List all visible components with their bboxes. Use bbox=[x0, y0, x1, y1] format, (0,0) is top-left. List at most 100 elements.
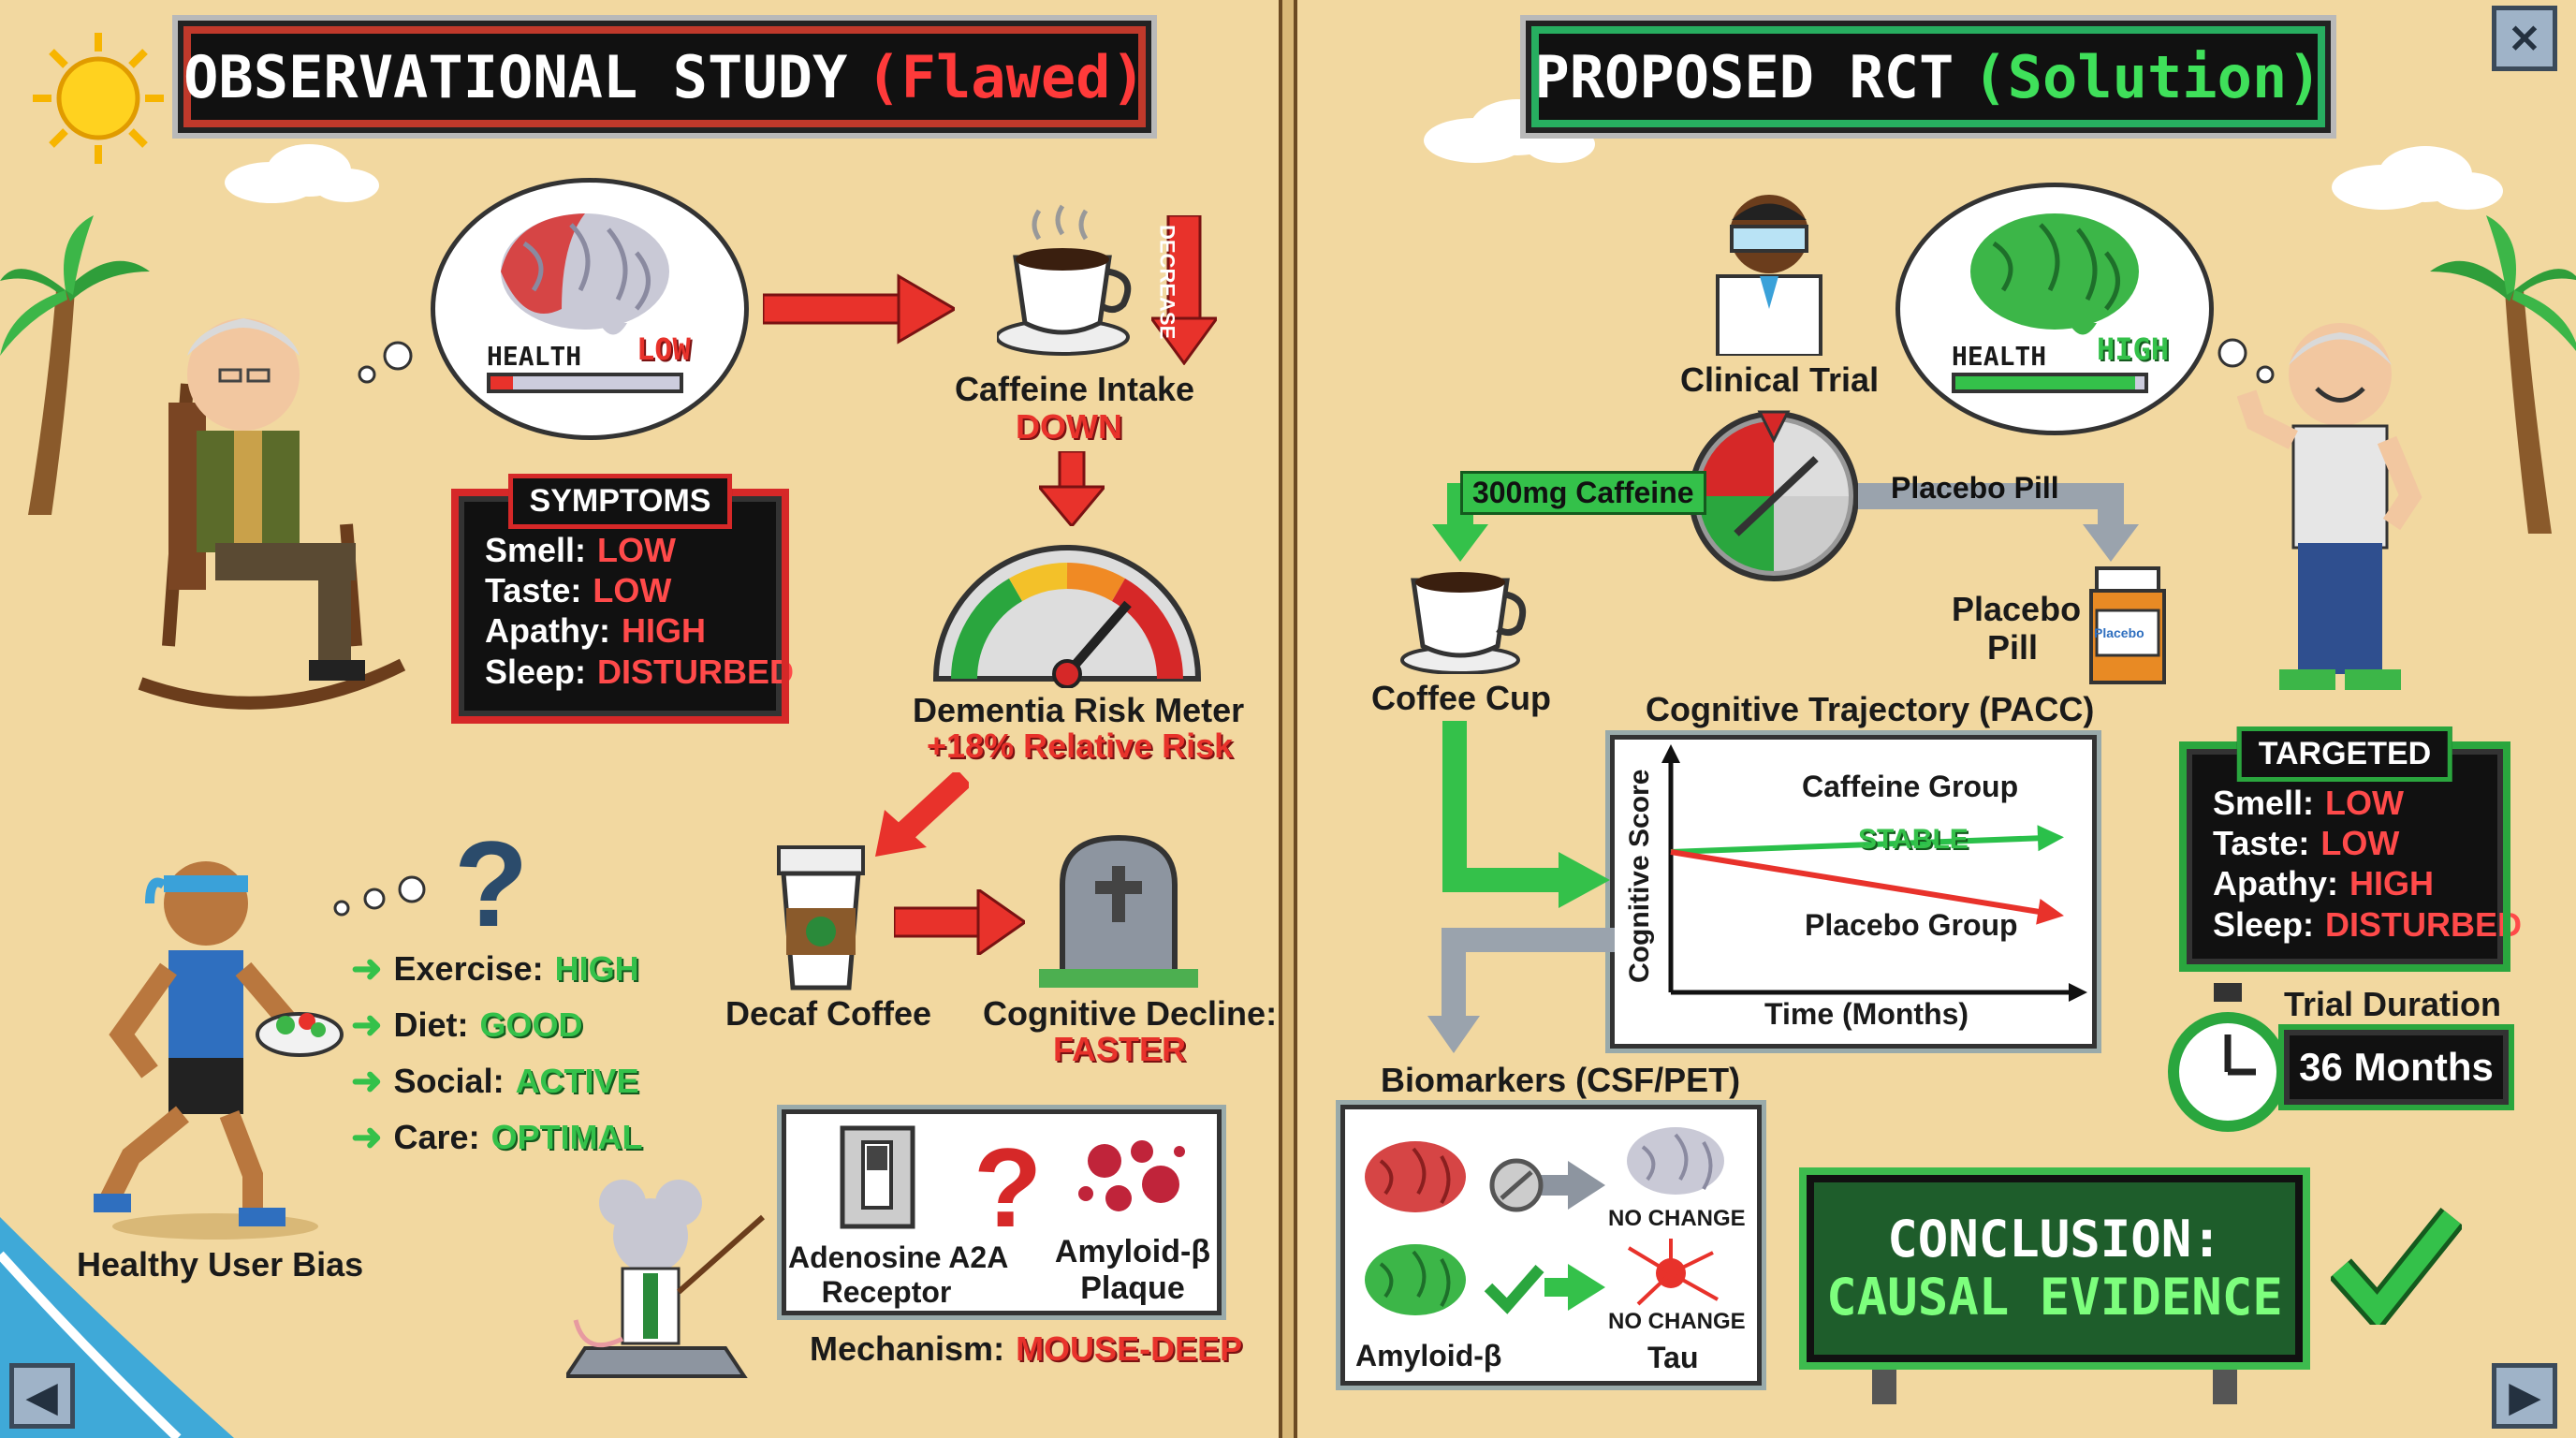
series-line-caffeine bbox=[1670, 835, 2046, 855]
symptom-value: HIGH bbox=[622, 611, 706, 651]
caffeine-intake-value: DOWN bbox=[1016, 407, 1122, 446]
trial-duration-value: 36 Months bbox=[2299, 1045, 2494, 1089]
mechanism-label: Mechanism: bbox=[810, 1329, 1005, 1368]
panel-divider bbox=[1279, 0, 1297, 1438]
targeted-value: LOW bbox=[2320, 824, 2400, 863]
series-arrowhead-caffeine bbox=[2037, 825, 2064, 852]
left-title-main: OBSERVATIONAL STUDY bbox=[183, 42, 848, 111]
targeted-row: Smell:LOW bbox=[2213, 783, 2477, 823]
randomizer-wheel-icon bbox=[1689, 410, 1859, 581]
symptom-label: Apathy: bbox=[485, 611, 610, 651]
amyloid-brain-red-icon bbox=[1365, 1141, 1466, 1212]
receptor-label: Adenosine A2A Receptor bbox=[788, 1240, 1008, 1310]
list-item-value: ACTIVE bbox=[515, 1062, 639, 1101]
symptoms-card: SYMPTOMS Smell:LOW Taste:LOW Apathy:HIGH… bbox=[451, 474, 794, 724]
symptom-value: LOW bbox=[597, 531, 677, 569]
mouse-scientist-icon bbox=[566, 1180, 765, 1378]
green-arrow-icon: ➜ bbox=[351, 948, 383, 990]
trial-duration-display: 36 Months bbox=[2278, 1024, 2514, 1110]
mechanism-line: Mechanism: MOUSE-DEEP bbox=[810, 1329, 1242, 1368]
symptoms-heading: SYMPTOMS bbox=[507, 474, 733, 529]
next-button[interactable]: ▶ bbox=[2492, 1363, 2557, 1429]
list-item-label: Exercise: bbox=[393, 949, 544, 989]
targeted-row: Apathy: HIGH bbox=[2213, 863, 2477, 903]
receptor-switch-icon bbox=[840, 1125, 915, 1229]
list-item-label: Social: bbox=[393, 1062, 505, 1101]
trajectory-plot bbox=[1661, 744, 2087, 1002]
conclusion-line2: CAUSAL EVIDENCE bbox=[1826, 1268, 2283, 1327]
targeted-label: Taste: bbox=[2213, 824, 2310, 863]
palm-tree-icon bbox=[2430, 215, 2576, 534]
branch-arrow-right bbox=[1858, 483, 2139, 562]
runner-healthy-user-icon bbox=[94, 861, 344, 1240]
symptom-label: Sleep: bbox=[485, 652, 587, 691]
green-arrow-icon: ➜ bbox=[351, 1061, 383, 1102]
green-brain-icon bbox=[1365, 1244, 1466, 1315]
symptom-label: Smell: bbox=[485, 531, 587, 569]
arrow-right-icon: ▶ bbox=[2509, 1373, 2540, 1418]
placebo-pill-bottle-icon bbox=[2089, 566, 2166, 684]
right-health-level: HIGH bbox=[2097, 331, 2170, 367]
targeted-label: Apathy: bbox=[2213, 864, 2338, 903]
healthy-user-list: ➜ Exercise: HIGH ➜ Diet: GOOD ➜ Social: … bbox=[351, 947, 643, 1159]
coffee-cup-icon bbox=[1400, 572, 1527, 674]
targeted-row: Taste: LOW bbox=[2213, 823, 2477, 863]
unhealthy-brain-icon bbox=[501, 213, 669, 335]
plaque-label-line2: Plaque bbox=[1080, 1270, 1185, 1307]
x-axis-arrow bbox=[2069, 983, 2087, 1002]
symptom-row: Sleep: DISTURBED bbox=[485, 652, 794, 692]
cloud-icon bbox=[225, 144, 379, 203]
elderly-man-rocking-chair-icon bbox=[138, 318, 406, 710]
targeted-value: DISTURBED bbox=[2325, 904, 2523, 944]
conclusion-line1: CONCLUSION: bbox=[1887, 1209, 2222, 1269]
targeted-value: HIGH bbox=[2349, 864, 2434, 903]
risk-meter-value: +18% Relative Risk bbox=[927, 726, 1234, 765]
list-item: ➜ Care: OPTIMAL bbox=[351, 1116, 643, 1159]
close-button[interactable]: ✕ bbox=[2492, 6, 2557, 71]
left-health-fill bbox=[490, 376, 514, 389]
list-item: ➜ Social: ACTIVE bbox=[351, 1060, 643, 1103]
question-mark-icon: ? bbox=[454, 815, 529, 952]
series-arrowhead-placebo bbox=[2036, 898, 2064, 925]
arrow-diagonal-icon bbox=[875, 772, 969, 857]
list-item-value: OPTIMAL bbox=[490, 1118, 643, 1157]
plaque-label: Amyloid-β Plaque bbox=[1044, 1234, 1222, 1307]
series-label-placebo: Placebo Group bbox=[1805, 908, 2018, 942]
x-axis-label: Time (Months) bbox=[1764, 997, 1969, 1031]
right-title: PROPOSED RCT (Solution) bbox=[1520, 15, 2336, 139]
arrow-right-icon bbox=[894, 889, 1025, 955]
cognitive-decline-value: FASTER bbox=[1053, 1030, 1187, 1068]
symptom-label: Taste: bbox=[485, 571, 582, 610]
decrease-arrow-icon bbox=[1151, 215, 1217, 365]
list-item-value: GOOD bbox=[479, 1005, 583, 1045]
conclusion-sign: CONCLUSION: CAUSAL EVIDENCE bbox=[1799, 1167, 2310, 1370]
right-health-bar bbox=[1952, 373, 2148, 393]
bottle-label: Placebo bbox=[2094, 625, 2144, 640]
arrow-right-icon bbox=[763, 273, 955, 345]
dementia-risk-meter-gauge bbox=[932, 545, 1202, 688]
symptom-value: DISTURBED bbox=[597, 652, 795, 691]
left-health-level: LOW bbox=[637, 331, 691, 367]
checkmark-icon bbox=[2331, 1208, 2462, 1325]
prev-button[interactable]: ◀ bbox=[9, 1363, 75, 1429]
series-line-placebo bbox=[1670, 849, 2046, 916]
tau-neuron-icon bbox=[1627, 1239, 1719, 1306]
happy-elderly-man-icon bbox=[2237, 323, 2422, 690]
amyloid-label: Amyloid-β bbox=[1355, 1339, 1502, 1372]
right-title-main: PROPOSED RCT bbox=[1534, 42, 1954, 111]
risk-meter-label: Dementia Risk Meter bbox=[913, 691, 1245, 729]
placebo-label-line1: Placebo bbox=[1952, 590, 2082, 628]
targeted-value: LOW bbox=[2325, 784, 2405, 822]
clinical-trial-label: Clinical Trial bbox=[1680, 360, 1880, 399]
list-item-value: HIGH bbox=[554, 949, 639, 989]
receptor-label-line2: Receptor bbox=[821, 1274, 952, 1309]
list-item: ➜ Exercise: HIGH bbox=[351, 947, 643, 990]
blocked-arrow-icon bbox=[1489, 1158, 1605, 1212]
symptom-row: Apathy: HIGH bbox=[485, 610, 755, 651]
targeted-heading: TARGETED bbox=[2236, 726, 2453, 782]
flow-arrow-to-biomarkers bbox=[1427, 928, 1615, 1053]
right-title-tag: (Solution) bbox=[1972, 42, 2322, 111]
caffeine-intake-label: Caffeine Intake bbox=[955, 370, 1195, 408]
healthy-user-bias-label: Healthy User Bias bbox=[77, 1245, 364, 1284]
left-health-label: HEALTH bbox=[487, 341, 582, 372]
